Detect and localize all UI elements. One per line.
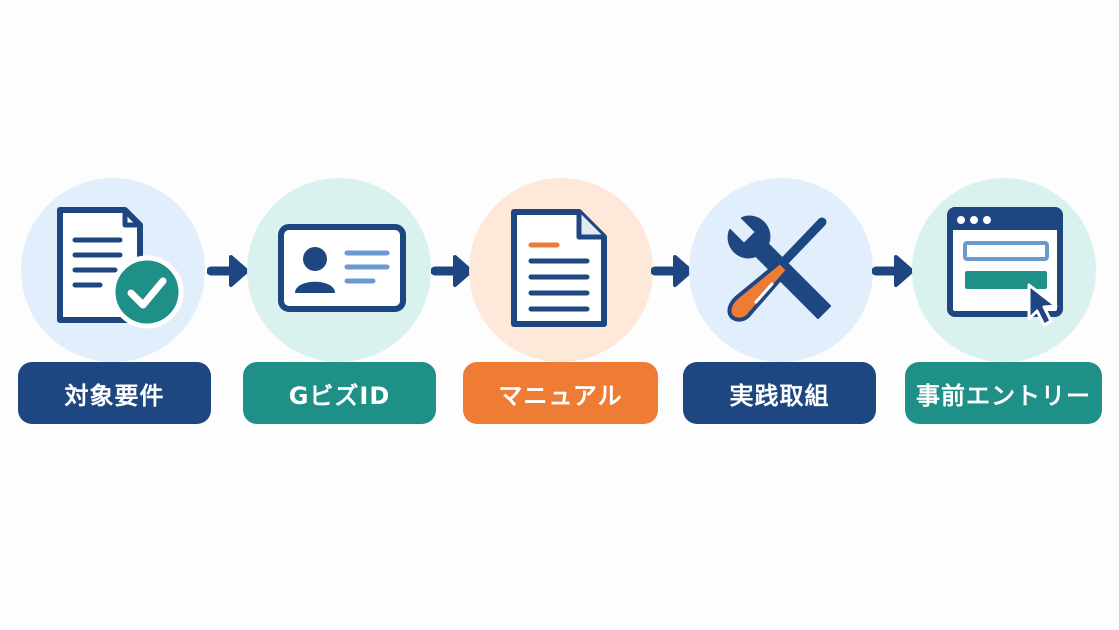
step-1-label: 対象要件 bbox=[18, 362, 211, 424]
step-4-label: 実践取組 bbox=[683, 362, 876, 424]
document-check-icon bbox=[57, 207, 184, 329]
arrow-right-icon bbox=[207, 255, 249, 287]
arrow-right-icon bbox=[651, 255, 693, 287]
arrow-right-icon bbox=[872, 255, 914, 287]
id-card-icon bbox=[278, 224, 406, 312]
manual-document-icon bbox=[511, 209, 607, 327]
browser-window-cursor-icon bbox=[947, 207, 1063, 327]
step-5-label: 事前エントリー bbox=[905, 362, 1102, 424]
step-2-label: GビズID bbox=[243, 362, 436, 424]
wrench-screwdriver-icon bbox=[727, 215, 831, 322]
step-3-label: マニュアル bbox=[463, 362, 658, 424]
arrow-right-icon bbox=[431, 255, 473, 287]
